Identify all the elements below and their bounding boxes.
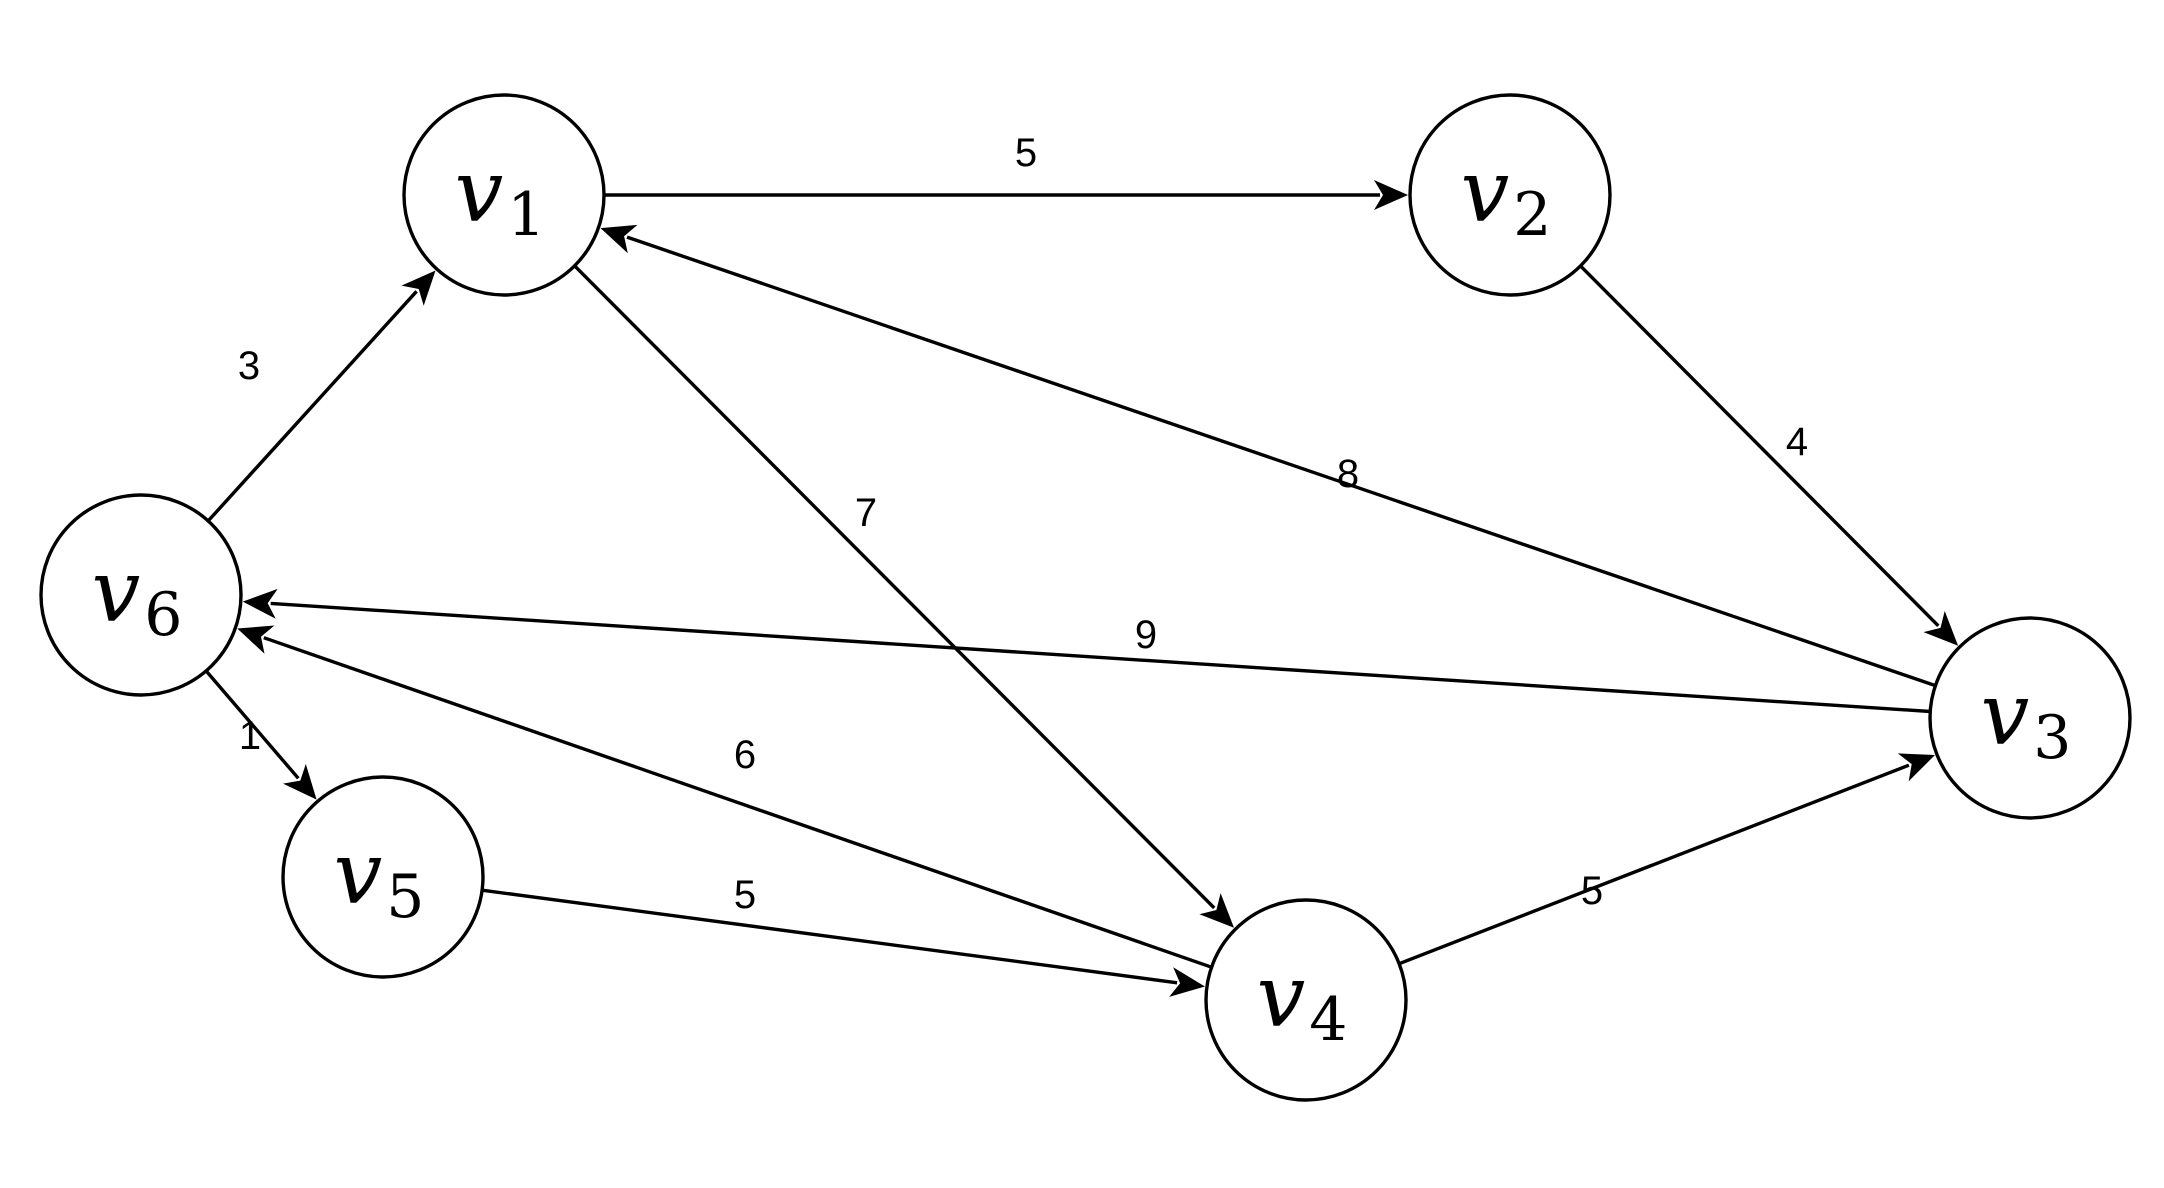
edge-weight-v3-v6: 9: [1135, 613, 1157, 657]
node-v3: v3: [1928, 616, 2132, 820]
node-label-v4: v4: [1257, 947, 1348, 1055]
edge-line-v4-v3: [1398, 763, 1910, 966]
node-circle-v4: [1204, 898, 1408, 1102]
node-label-v6: v6: [92, 542, 183, 650]
edge-line-v3-v6: [270, 601, 1931, 714]
node-letter: v: [455, 142, 504, 242]
node-label-v2: v2: [1461, 142, 1552, 250]
edge-v4-v3: [1398, 753, 1935, 966]
node-subscript: 6: [144, 580, 182, 650]
edge-v3-v1: [600, 224, 1936, 688]
node-letter: v: [1981, 665, 2030, 765]
edge-v4-v6: [237, 625, 1213, 969]
node-subscript: 2: [1513, 180, 1551, 250]
node-v4: v4: [1204, 898, 1408, 1102]
arrow-head-v4-v6: [237, 625, 275, 654]
edge-weights-layer: 5 4 8 9 7 6 5 5 3 1: [238, 131, 1808, 917]
node-letter: v: [1257, 947, 1306, 1047]
node-letter: v: [334, 824, 383, 924]
node-circle-v5: [281, 775, 485, 979]
node-letter: v: [92, 542, 141, 642]
arrow-head-v2-v3: [1923, 611, 1959, 646]
edge-line-v5-v4: [481, 888, 1178, 985]
edge-weight-v4-v6: 6: [734, 733, 756, 777]
edge-v2-v3: [1579, 264, 1959, 646]
edge-v3-v6: [242, 588, 1931, 714]
node-letter: v: [1461, 142, 1510, 242]
edge-v1-v2: [604, 180, 1408, 210]
node-circle-v1: [402, 93, 606, 297]
edge-weight-v6-v5: 1: [239, 714, 261, 758]
edge-line-v2-v3: [1579, 264, 1940, 627]
node-v1: v1: [402, 93, 606, 297]
edge-line-v1-v4: [573, 264, 1216, 910]
arrow-head-v6-v1: [401, 270, 436, 306]
edge-weight-v4-v3: 5: [1581, 869, 1603, 913]
node-label-v3: v3: [1981, 665, 2072, 773]
node-subscript: 3: [2033, 703, 2071, 773]
edge-weight-v1-v4: 7: [855, 491, 877, 535]
edge-weight-v2-v3: 4: [1786, 420, 1808, 464]
arrow-head-v4-v3: [1897, 753, 1935, 782]
node-label-v5: v5: [334, 824, 425, 932]
arrow-head-v1-v2: [1374, 180, 1408, 210]
arrow-head-v1-v4: [1199, 893, 1234, 928]
arrow-head-v3-v6: [242, 588, 278, 619]
arrow-head-v3-v1: [600, 224, 638, 254]
node-v6: v6: [39, 493, 243, 697]
node-subscript: 1: [507, 180, 545, 250]
edge-weight-v3-v1: 8: [1337, 452, 1359, 496]
edge-weight-v6-v1: 3: [238, 344, 260, 388]
arrow-head-v6-v5: [283, 764, 317, 800]
edge-v1-v4: [573, 264, 1234, 928]
edges-layer: [204, 180, 1959, 997]
edge-v5-v4: [481, 888, 1205, 997]
edge-weight-v5-v4: 5: [734, 873, 756, 917]
edge-line-v6-v5: [204, 669, 300, 780]
edge-line-v4-v6: [263, 636, 1213, 969]
edge-v6-v1: [206, 270, 436, 523]
node-v2: v2: [1408, 93, 1612, 297]
edge-weight-v1-v2: 5: [1015, 131, 1037, 175]
edge-v6-v5: [204, 669, 317, 800]
node-circle-v6: [39, 493, 243, 697]
node-v5: v5: [281, 775, 485, 979]
node-subscript: 4: [1309, 985, 1347, 1055]
arrow-head-v5-v4: [1169, 967, 1205, 997]
node-label-v1: v1: [455, 142, 546, 250]
edge-line-v6-v1: [206, 290, 418, 523]
node-circle-v2: [1408, 93, 1612, 297]
node-subscript: 5: [386, 862, 424, 932]
node-circle-v3: [1928, 616, 2132, 820]
edge-line-v3-v1: [626, 235, 1936, 688]
